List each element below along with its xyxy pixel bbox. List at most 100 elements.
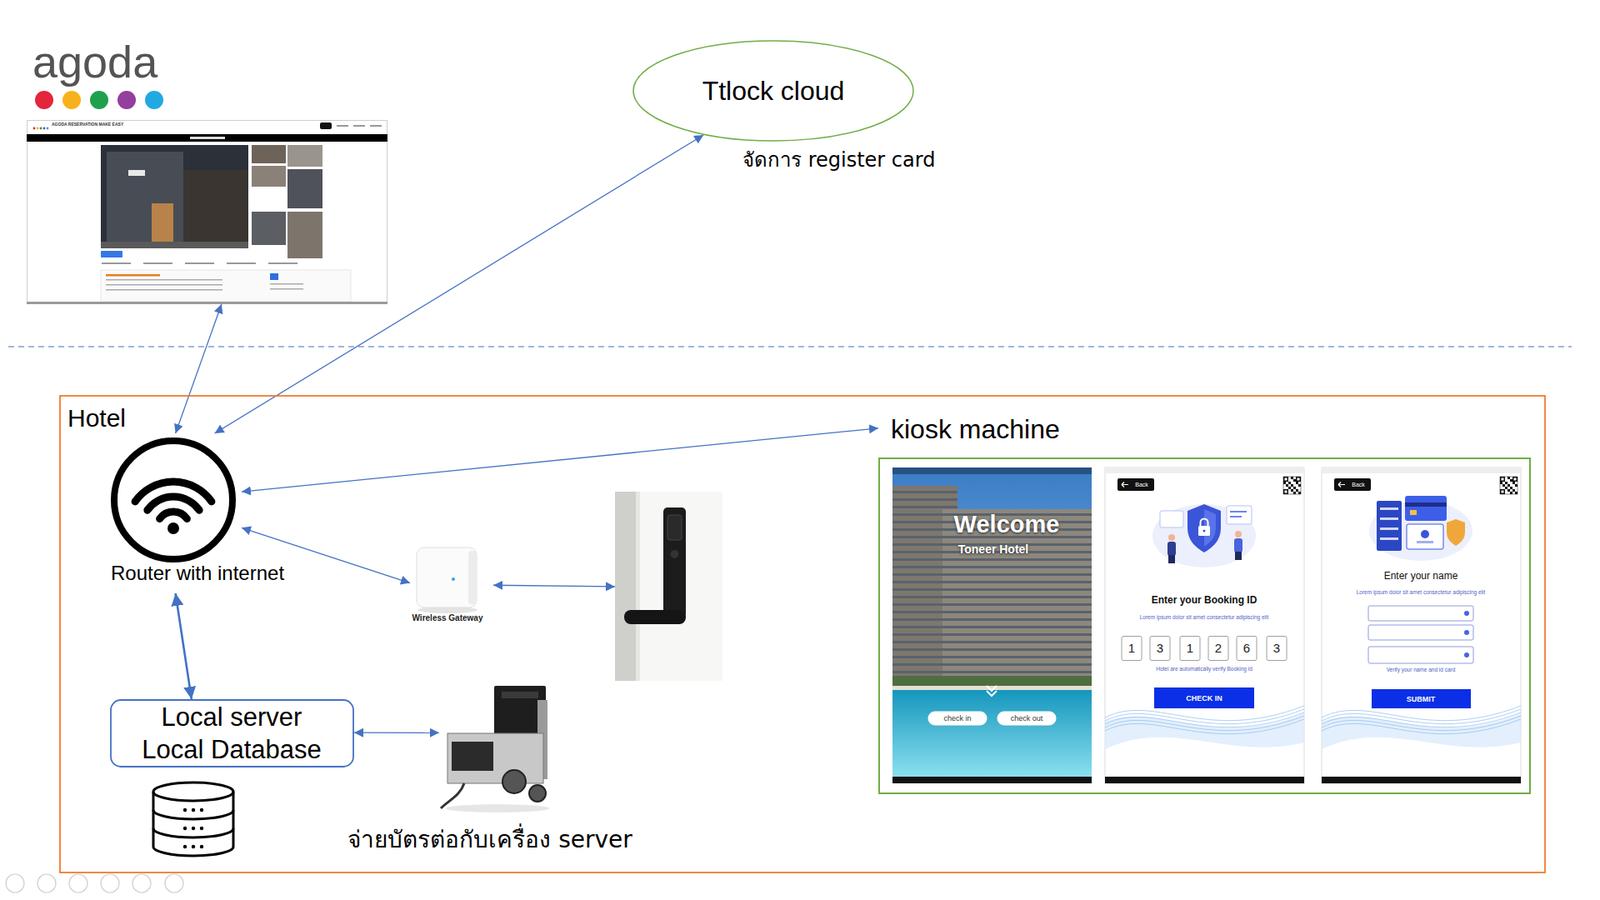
window-row — [892, 520, 1092, 524]
lock-plate — [663, 507, 686, 618]
illustration-line — [1230, 510, 1247, 513]
qr-module — [1293, 491, 1296, 495]
window-row — [892, 505, 958, 509]
lock-sensor — [670, 550, 680, 559]
hotel-boundary: HotelRouter with internetkiosk machineWi… — [59, 395, 1546, 874]
window-row — [892, 595, 1092, 599]
pool — [892, 690, 1092, 777]
qr-module — [1515, 484, 1518, 487]
wave-line — [1105, 719, 1305, 735]
info-line-mark — [270, 288, 304, 290]
qr-module — [1510, 491, 1513, 495]
back-button — [1334, 478, 1371, 491]
hotel-outline — [60, 395, 1545, 873]
card-stripe — [1405, 502, 1447, 507]
lock-handle — [624, 610, 686, 625]
qr-module — [1512, 481, 1515, 485]
window-row — [892, 573, 1092, 576]
logo-dot — [62, 90, 81, 110]
qr-module — [1512, 489, 1515, 492]
device-led — [451, 577, 455, 581]
score-mark — [270, 273, 279, 280]
id-bar — [26, 134, 388, 142]
toolbar-button — [69, 874, 88, 893]
wifi-arc — [147, 496, 200, 510]
window-row — [892, 513, 1092, 516]
qr-finder-inner — [1285, 490, 1288, 494]
screenshot-frame — [27, 120, 388, 305]
hotel-photo — [100, 145, 249, 249]
router-icon: Router with internet — [106, 433, 242, 594]
person-head — [1168, 534, 1175, 541]
id-card — [1405, 495, 1447, 521]
nav-bar — [1105, 776, 1305, 784]
mechanism — [447, 733, 544, 784]
database-dot — [183, 808, 187, 812]
photo-thumbnail — [287, 145, 323, 167]
sky — [892, 467, 1092, 784]
window-row — [892, 558, 1092, 561]
kiosk-frame — [879, 458, 1530, 794]
connector-arrow — [215, 135, 705, 434]
nav-link — [336, 125, 349, 127]
shield — [1446, 519, 1465, 546]
photo-ground — [100, 241, 249, 249]
qr-module — [1290, 489, 1294, 492]
tab-mark — [143, 262, 173, 265]
gateway-device: Wireless Gateway — [410, 545, 494, 627]
card-exit — [451, 741, 494, 771]
mini-logo-dot — [40, 127, 43, 130]
screen-background — [1105, 467, 1305, 784]
check-in-button — [1154, 687, 1255, 709]
person-body — [1234, 538, 1243, 553]
node-label: Wireless Gateway — [412, 613, 484, 624]
mount-board — [640, 491, 723, 681]
boundary-dashed-line — [8, 345, 1572, 347]
monitor — [1406, 524, 1444, 550]
database-dot — [200, 826, 204, 830]
photo-thumbnail — [251, 211, 286, 245]
cable — [440, 783, 465, 809]
device-side — [468, 550, 477, 605]
digit-box — [1236, 636, 1257, 661]
qr-finder-inner — [1285, 478, 1288, 481]
blue-button — [100, 250, 123, 258]
qr-module — [1293, 479, 1296, 482]
logo-dot — [117, 90, 136, 110]
nav-bar — [892, 776, 1092, 784]
photo-thumbnail — [287, 211, 323, 259]
photo-thumbnail — [287, 169, 323, 209]
qr-module — [1290, 476, 1294, 480]
illustration-line — [1230, 515, 1242, 518]
qr-module — [1515, 491, 1518, 495]
info-line-mark — [105, 284, 223, 286]
toolbar-button — [100, 874, 120, 893]
person-legs — [1168, 555, 1175, 564]
info-card — [100, 270, 351, 302]
qr-module — [1510, 486, 1513, 490]
website-screenshot: agoda — [26, 36, 388, 305]
qr-module — [1500, 481, 1503, 485]
mini-logo-dot — [46, 127, 50, 130]
mini-logo-dot — [33, 127, 36, 130]
door-lock — [615, 491, 723, 681]
qr-finder — [1295, 476, 1301, 482]
window-row — [892, 580, 1092, 584]
photo-thumbnail — [251, 165, 286, 187]
photo-background — [615, 491, 723, 681]
info-line-mark — [105, 279, 223, 281]
server-rack — [1376, 500, 1402, 551]
profile-icon — [1420, 530, 1430, 539]
hopper-slot — [501, 691, 539, 699]
qr-module — [1295, 489, 1299, 492]
screenshot-bottom-bar — [26, 301, 388, 305]
window-row — [892, 648, 1092, 651]
wifi-arc — [160, 511, 188, 520]
window-row — [892, 490, 958, 494]
padlock-keyhole — [1203, 530, 1206, 533]
qr-module — [1502, 484, 1505, 487]
window-row — [892, 618, 1092, 621]
window-row — [892, 610, 1092, 614]
window-row — [892, 565, 1092, 569]
name-screen — [1321, 467, 1521, 784]
